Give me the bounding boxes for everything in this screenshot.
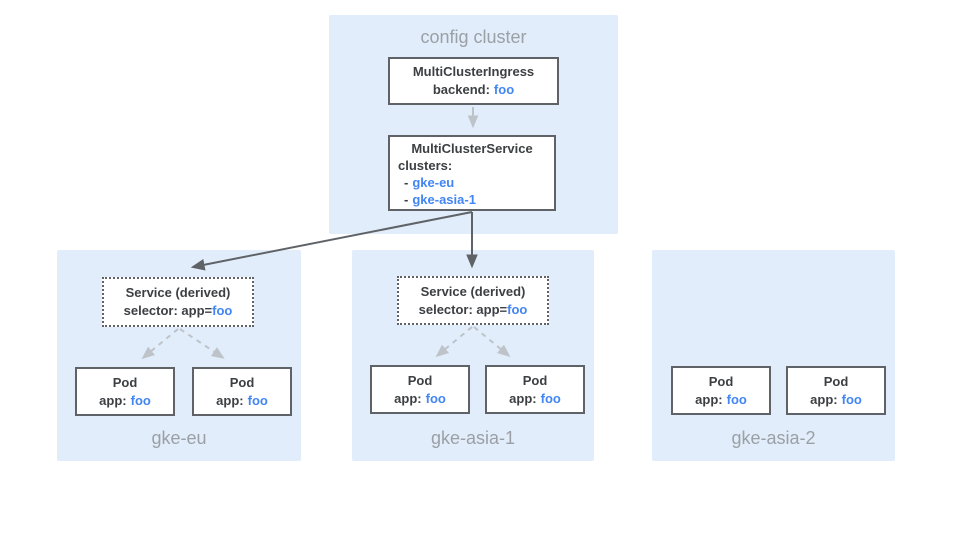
pod-box: Pod app:foo	[75, 367, 175, 416]
pod-title: Pod	[823, 373, 849, 389]
list-bullet: -	[404, 192, 409, 207]
pod-app: app:foo	[788, 391, 884, 409]
pod-box: Pod app:foo	[485, 365, 585, 414]
pod-box: Pod app:foo	[671, 366, 771, 415]
derived-service-selector: selector: app=foo	[399, 301, 547, 319]
multiclusteringress-box: MultiClusterIngress backend:foo	[388, 57, 559, 105]
cluster-name-gke-asia-2: gke-asia-2	[731, 428, 816, 448]
pod-box: Pod app:foo	[370, 365, 470, 414]
multiclusterservice-title: MultiClusterService	[411, 141, 533, 156]
pod-app: app:foo	[487, 390, 583, 408]
pod-title: Pod	[708, 373, 734, 389]
app-value: foo	[726, 391, 747, 407]
multiclusterservice-box: MultiClusterService clusters: -gke-eu -g…	[388, 135, 556, 211]
multiclusteringress-backend: backend:foo	[390, 81, 557, 99]
multiclusteringress-title: MultiClusterIngress	[412, 64, 535, 79]
cluster-name-gke-asia-1: gke-asia-1	[430, 428, 516, 448]
pod-app: app:foo	[372, 390, 468, 408]
pod-title: Pod	[112, 374, 138, 390]
pod-app: app:foo	[194, 392, 290, 410]
cluster-name-gke-eu: gke-eu	[151, 428, 207, 448]
config-cluster-title: config cluster	[420, 27, 527, 47]
selector-value: foo	[507, 301, 528, 317]
list-bullet: -	[404, 175, 409, 190]
backend-label: backend:	[432, 82, 490, 97]
pod-box: Pod app:foo	[192, 367, 292, 416]
derived-service-title: Service (derived)	[125, 285, 231, 300]
derived-service-title: Service (derived)	[420, 283, 526, 299]
app-label: app:	[216, 392, 244, 408]
derived-service-selector: selector: app=foo	[104, 302, 252, 320]
cluster-list-item: -gke-asia-1	[390, 191, 554, 208]
cluster-panel-gke-asia-1: Service (derived) selector: app=foo Pod …	[352, 250, 594, 461]
app-value: foo	[425, 390, 446, 406]
cluster-panel-gke-asia-2: Pod app:foo Pod app:foo gke-asia-2	[652, 250, 895, 461]
cluster-list-item: -gke-eu	[390, 174, 554, 191]
pod-box: Pod app:foo	[786, 366, 886, 415]
selector-label: selector: app=	[123, 303, 213, 318]
app-label: app:	[509, 390, 537, 406]
cluster-list-name: gke-asia-1	[412, 192, 476, 207]
pod-title: Pod	[407, 372, 433, 388]
derived-service-box: Service (derived) selector: app=foo	[102, 277, 254, 327]
selector-label: selector: app=	[418, 301, 508, 317]
cluster-panel-gke-eu: Service (derived) selector: app=foo Pod …	[57, 250, 301, 461]
config-cluster-panel: config cluster MultiClusterIngress backe…	[329, 15, 618, 234]
backend-value: foo	[493, 82, 515, 97]
app-label: app:	[695, 391, 723, 407]
clusters-label: clusters:	[398, 158, 453, 173]
selector-value: foo	[212, 303, 233, 318]
app-value: foo	[247, 392, 268, 408]
derived-service-box: Service (derived) selector: app=foo	[397, 276, 549, 325]
pod-app: app:foo	[673, 391, 769, 409]
pod-title: Pod	[522, 372, 548, 388]
pod-app: app:foo	[77, 392, 173, 410]
app-label: app:	[394, 390, 422, 406]
cluster-list-name: gke-eu	[412, 175, 455, 190]
app-label: app:	[810, 391, 838, 407]
app-value: foo	[841, 391, 862, 407]
app-value: foo	[130, 392, 151, 408]
pod-title: Pod	[229, 374, 255, 390]
app-label: app:	[99, 392, 127, 408]
app-value: foo	[540, 390, 561, 406]
